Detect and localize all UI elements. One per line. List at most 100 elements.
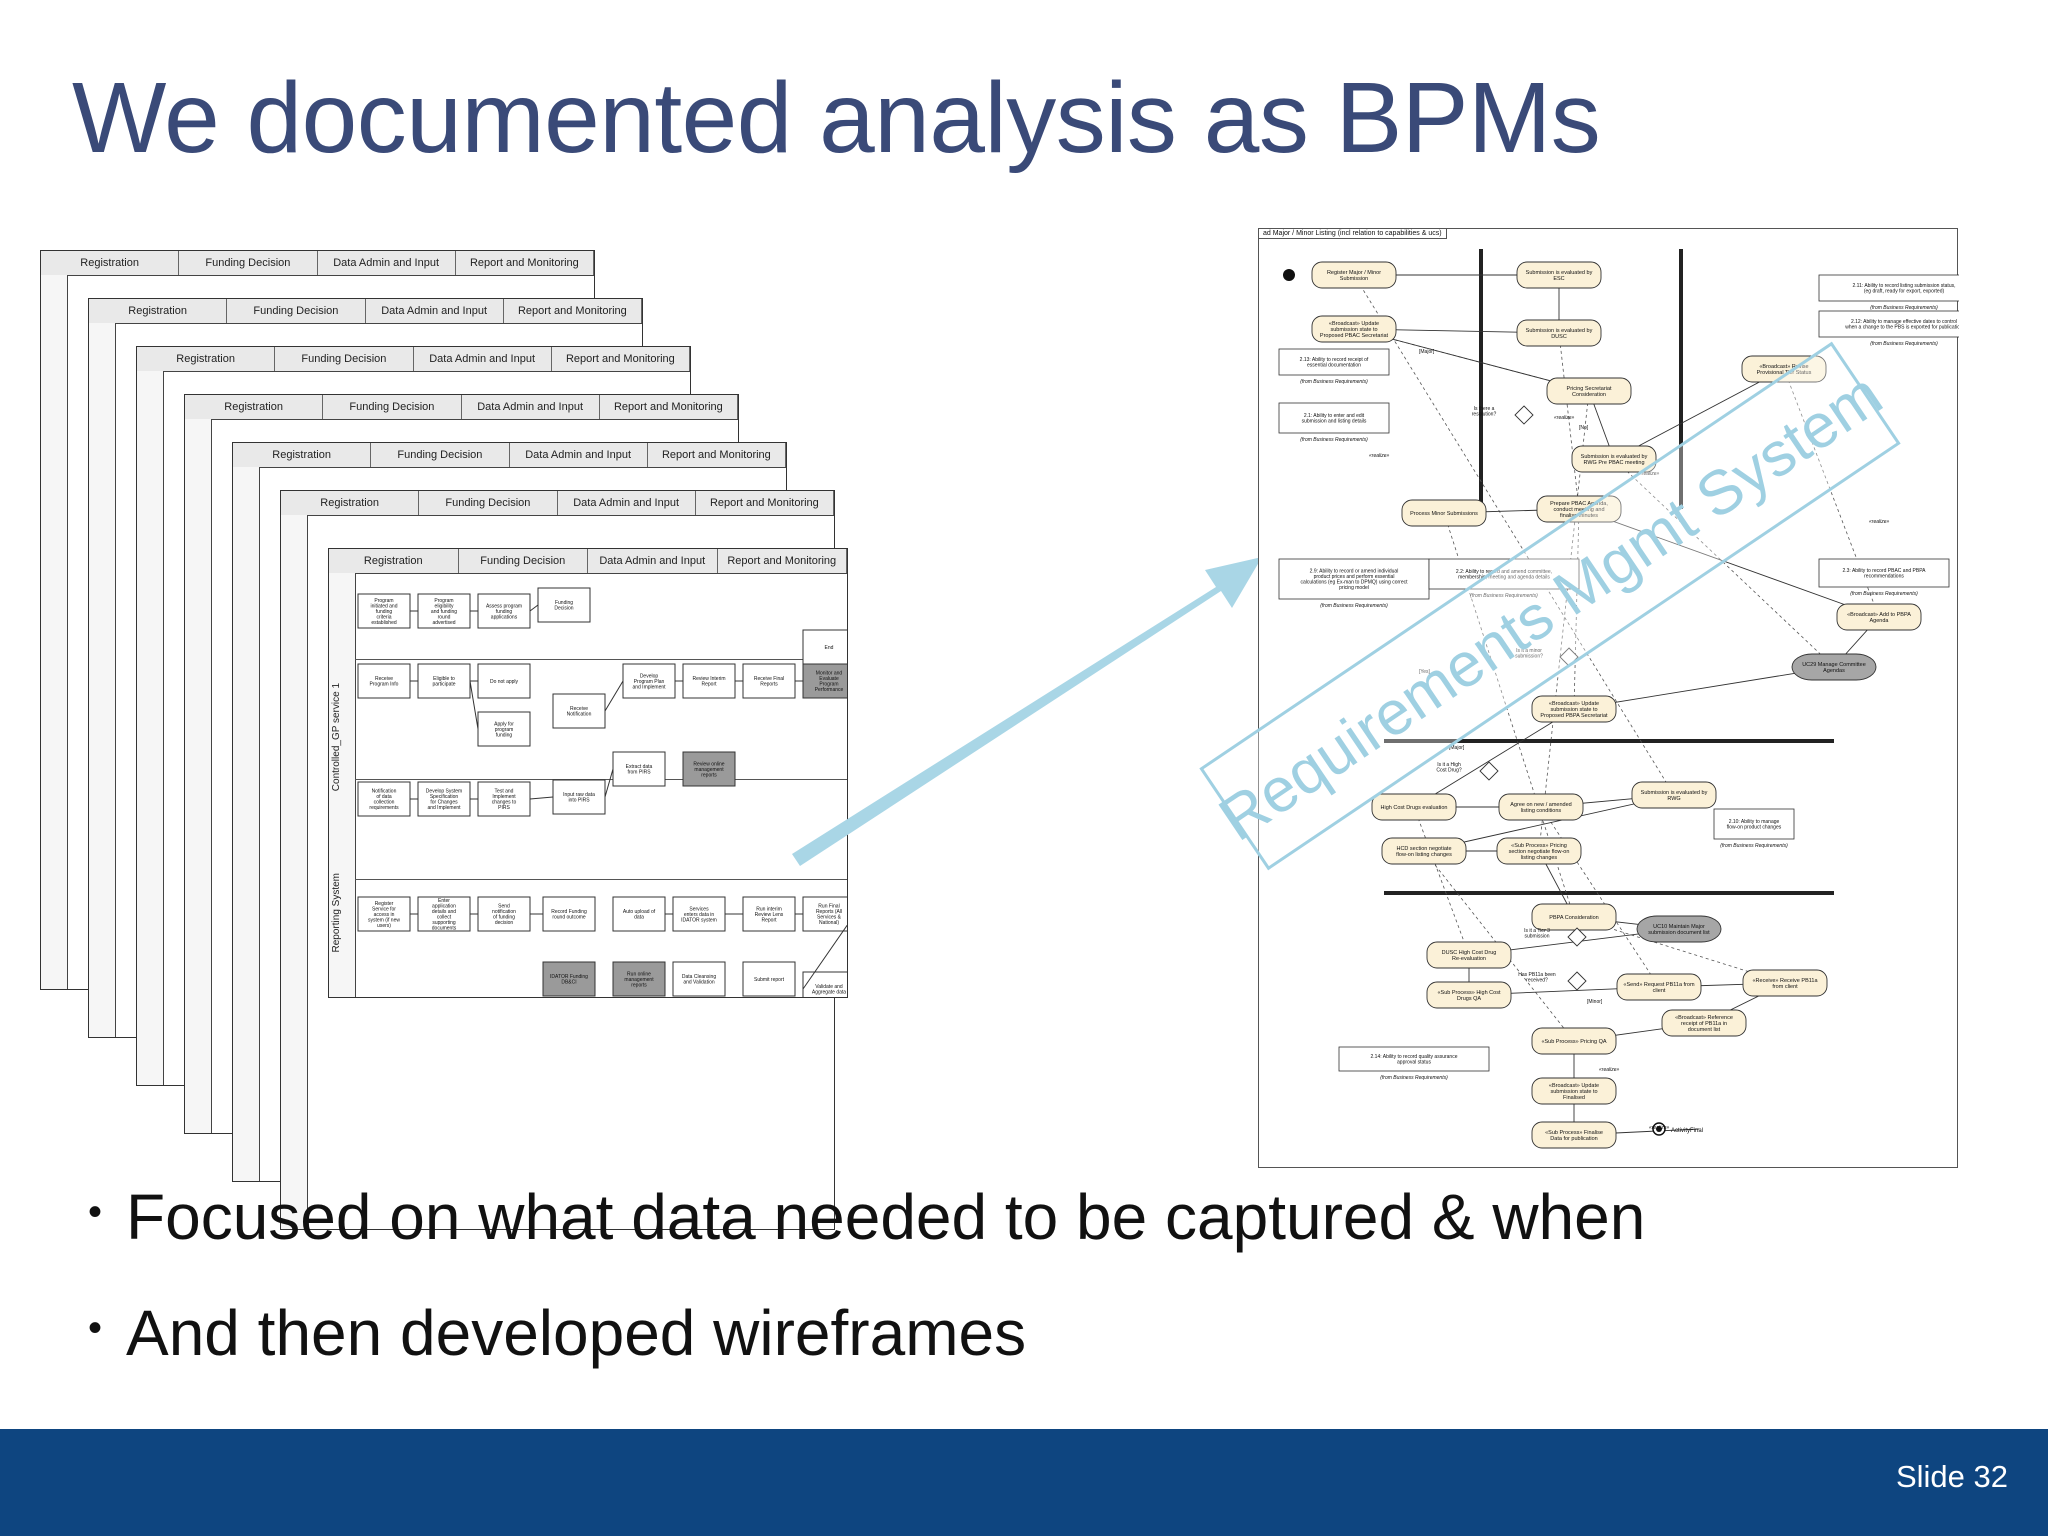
process-box	[542, 896, 596, 932]
activity-node	[1531, 1121, 1617, 1149]
control-flow	[1413, 708, 1575, 808]
bullet-list: •Focused on what data needed to be captu…	[88, 1180, 1645, 1412]
decision-node	[1567, 927, 1587, 947]
bpm-header: Registration Funding Decision Data Admin…	[281, 491, 834, 516]
flow-connector	[604, 768, 614, 798]
activity-node-label: PBPA Consideration	[1549, 915, 1598, 921]
source-tag: (from Business Requirements)	[1380, 1075, 1448, 1081]
realize-link	[1558, 332, 1580, 510]
right-arrow-icon	[792, 557, 1262, 866]
requirement-note	[1338, 1046, 1490, 1072]
source-tag: (from Business Requirements)	[1300, 379, 1368, 385]
realize-link	[1540, 806, 1660, 988]
slide-number: Slide 32	[1895, 1459, 2008, 1494]
process-box	[682, 751, 736, 787]
flow-connector	[802, 924, 847, 990]
bullet-icon: •	[88, 1190, 103, 1234]
fork-bar	[1479, 249, 1483, 509]
control-flow	[1613, 368, 1785, 460]
activity-node	[1531, 1077, 1617, 1105]
process-box	[612, 961, 666, 997]
bpm-diagram-stack: Registration Funding Decision Data Admin…	[40, 250, 860, 1230]
bpm-page-front: Registration Funding Decision Data Admin…	[328, 548, 848, 998]
bullet-item: •And then developed wireframes	[88, 1297, 1027, 1369]
join-bar	[1384, 891, 1834, 895]
process-box	[477, 593, 531, 629]
source-tag: (from Business Requirements)	[1320, 603, 1388, 609]
realize-stereotype: «realize»	[1639, 471, 1660, 477]
activity-node	[1516, 261, 1602, 289]
guard-label: [Major]	[1419, 349, 1435, 355]
process-box	[612, 896, 666, 932]
fork-bar	[1679, 249, 1683, 509]
bpm-header: Registration Funding Decision Data Admin…	[137, 347, 690, 372]
requirement-note-label: 2.12: Ability to manage effective dates …	[1845, 319, 1959, 331]
process-box	[357, 896, 411, 932]
activity-node	[1742, 969, 1828, 997]
guard-label: [Yes]	[1419, 669, 1431, 675]
decision-node	[1559, 647, 1579, 667]
final-node-label: ActivityFinal	[1671, 1128, 1703, 1134]
activity-node	[1531, 1027, 1617, 1055]
flow-connector	[604, 680, 624, 712]
activity-node	[1426, 941, 1512, 969]
realize-stereotype: «realize»	[1369, 453, 1390, 459]
process-box	[477, 896, 531, 932]
source-tag: (from Business Requirements)	[1870, 341, 1938, 347]
bpm-header: Registration Funding Decision Data Admin…	[41, 251, 594, 276]
flow-connector	[469, 680, 479, 730]
realize-stereotype: «realize»	[1869, 519, 1890, 525]
activity-node-label: High Cost Drugs evaluation	[1381, 805, 1448, 811]
slide-title: We documented analysis as BPMs	[72, 62, 1601, 174]
source-tag: (from Business Requirements)	[1850, 591, 1918, 597]
activity-node-label: «Sub Process» Pricing QA	[1541, 1039, 1606, 1045]
requirement-note	[1818, 310, 1959, 338]
requirement-note-label: 2.11: Ability to record listing submissi…	[1852, 283, 1955, 295]
process-box	[537, 587, 591, 623]
activity-node	[1426, 981, 1512, 1009]
realize-link	[1353, 274, 1675, 796]
guard-label: [Major]	[1449, 745, 1465, 751]
source-tag: (from Business Requirements)	[1870, 305, 1938, 311]
bpm-header: Registration Funding Decision Data Admin…	[185, 395, 738, 420]
process-box-label: Do not apply	[490, 679, 519, 685]
source-tag: (from Business Requirements)	[1300, 437, 1368, 443]
process-box	[417, 896, 471, 932]
source-tag: (from Business Requirements)	[1470, 593, 1538, 599]
